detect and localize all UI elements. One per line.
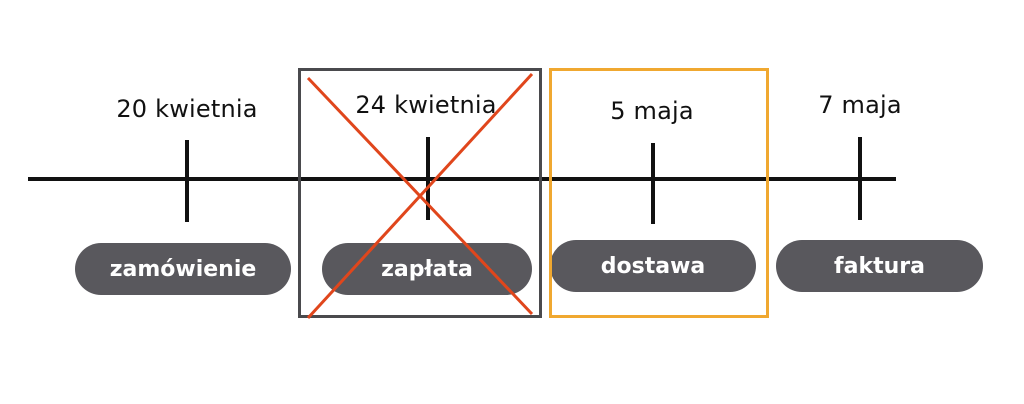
timeline-tick-2 [426, 137, 430, 220]
highlighted-event-frame [549, 68, 769, 318]
event-pill-dostawa: dostawa [550, 240, 756, 292]
timeline-tick-4 [858, 137, 862, 220]
timeline-tick-3 [651, 143, 655, 224]
event-date-2: 24 kwietnia [355, 91, 497, 119]
cross-line-2 [306, 72, 534, 320]
timeline-axis [28, 177, 896, 181]
event-date-4: 7 maja [818, 91, 902, 119]
event-pill-faktura: faktura [776, 240, 983, 292]
event-date-1: 20 kwietnia [116, 95, 258, 123]
crossed-event-frame [298, 68, 542, 318]
timeline-tick-1 [185, 140, 189, 222]
event-date-3: 5 maja [610, 97, 694, 125]
event-pill-zamowienie: zamówienie [75, 243, 291, 295]
event-pill-zaplata: zapłata [322, 243, 532, 295]
cross-out-mark [306, 72, 534, 320]
